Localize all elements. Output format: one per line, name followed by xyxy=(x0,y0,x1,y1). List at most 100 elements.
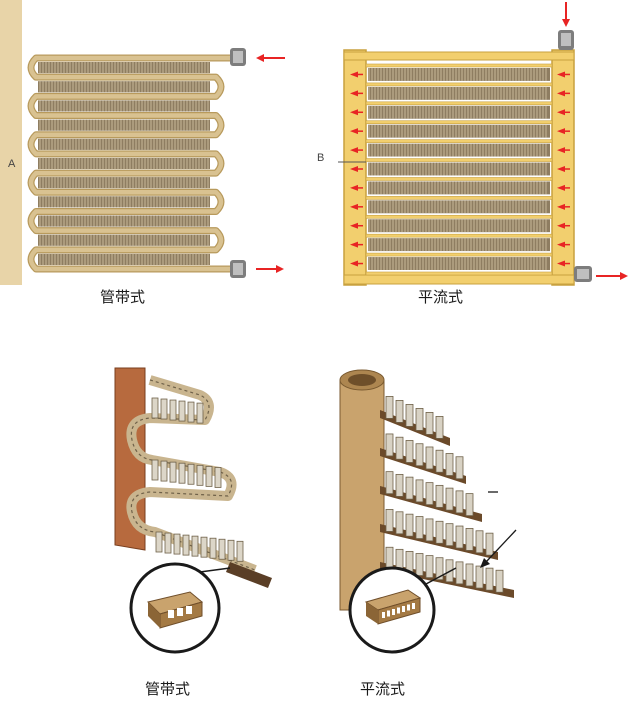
fin-segment xyxy=(415,479,424,503)
fin-segment xyxy=(169,399,177,421)
tube-core xyxy=(28,55,230,272)
outlet-fitting-icon xyxy=(230,260,246,278)
fin-segment xyxy=(435,557,444,581)
fin-segment xyxy=(465,528,474,551)
micro-port xyxy=(392,609,395,615)
fin-segment xyxy=(227,539,235,561)
fin-segment xyxy=(495,569,504,593)
flow-arrow-icon xyxy=(557,109,565,116)
fin-segment xyxy=(160,460,168,482)
fin-segment xyxy=(178,400,186,422)
parallel-flat-tubes xyxy=(380,396,514,598)
inlet-fitting-icon xyxy=(558,30,574,50)
flat-tube xyxy=(365,63,553,68)
flat-tube xyxy=(365,271,553,276)
fin-segment xyxy=(214,467,222,488)
fin-segment xyxy=(160,398,168,420)
fin-segment xyxy=(435,416,444,439)
fin-segment xyxy=(425,555,434,579)
flow-arrow-icon xyxy=(557,222,565,229)
fin-segment xyxy=(425,482,434,506)
flow-arrow-icon xyxy=(557,147,565,154)
flow-arrow-icon xyxy=(557,166,565,172)
fin-segment xyxy=(455,456,464,480)
fin-segment xyxy=(415,516,424,539)
fin-segment xyxy=(385,546,394,570)
flow-arrow-icon xyxy=(350,128,358,135)
parallel-flow-detail-illustration xyxy=(339,369,517,654)
magnifier-leader xyxy=(425,567,457,585)
fin-segment xyxy=(465,563,474,587)
magnifier-leader xyxy=(199,567,231,573)
flat-tube xyxy=(365,120,553,125)
micro-port xyxy=(412,603,415,609)
multiport-cross-section-icon xyxy=(364,589,422,625)
fin-segment xyxy=(169,461,177,483)
fin-segment xyxy=(395,511,404,535)
fin-segment xyxy=(455,490,464,514)
fin-segment xyxy=(485,567,494,591)
internal-flow-arrows xyxy=(350,71,570,267)
flat-tube xyxy=(365,177,553,181)
fin-segment xyxy=(395,473,404,497)
flow-arrow-icon xyxy=(350,222,358,229)
fin-segment xyxy=(455,525,464,549)
fin-segment xyxy=(173,533,181,555)
top-cap xyxy=(343,51,575,61)
fin-segment xyxy=(191,535,199,557)
flow-arrow-icon xyxy=(350,147,358,154)
flat-tube xyxy=(365,101,553,106)
fin-segment xyxy=(435,449,444,473)
pointer-arrow-line xyxy=(485,529,517,563)
fin-segment xyxy=(196,402,204,424)
fin-segment xyxy=(385,433,394,457)
serpentine-tube-edge xyxy=(130,379,256,571)
fin-segment xyxy=(425,446,434,470)
flow-arrow-icon xyxy=(557,260,565,267)
flow-arrow-icon xyxy=(350,166,358,172)
flow-arrow-icon xyxy=(557,71,565,78)
flow-arrow-icon xyxy=(557,203,565,210)
inlet-flow-arrow-icon xyxy=(256,54,285,62)
bottom-cap xyxy=(343,274,575,285)
fin-segment xyxy=(425,518,434,542)
fin-segment xyxy=(236,540,244,562)
mount-wall xyxy=(114,367,146,551)
fin-segment xyxy=(209,537,217,559)
fin-segment xyxy=(187,463,195,485)
caption-serpentine: 管带式 xyxy=(100,288,146,306)
fin-segment xyxy=(395,436,404,460)
flat-tube-rows xyxy=(365,63,553,276)
micro-port xyxy=(382,612,385,618)
serpentine-condenser-diagram xyxy=(0,0,285,285)
fin-segment xyxy=(485,532,494,556)
fin-segment xyxy=(405,404,414,427)
flow-arrow-icon xyxy=(557,184,565,191)
fin-segment xyxy=(196,464,204,486)
micro-port xyxy=(402,606,405,612)
flat-tube xyxy=(365,82,553,87)
fin-segment xyxy=(385,509,394,532)
fin-segment xyxy=(155,531,163,553)
fin-segment xyxy=(178,462,186,484)
fin-segment xyxy=(445,453,454,476)
header-pipe-opening xyxy=(348,374,376,386)
fin-segment xyxy=(405,440,414,463)
flow-arrow-icon xyxy=(350,90,358,97)
inlet-fitting-icon xyxy=(230,48,246,66)
fin-segment xyxy=(405,476,414,500)
fin-segment xyxy=(395,400,404,423)
flat-tube xyxy=(365,196,553,200)
fin-segment xyxy=(205,465,213,487)
marker-b: B xyxy=(317,152,325,164)
flat-tube xyxy=(365,252,553,257)
flow-arrow-icon xyxy=(557,90,565,97)
fin-segment xyxy=(465,493,474,517)
serpentine-detail-illustration xyxy=(114,367,272,654)
flat-tube xyxy=(365,233,553,238)
fin-segment xyxy=(435,484,444,508)
fin-segment xyxy=(475,565,484,589)
fin-segment xyxy=(385,471,394,495)
backdrop-panel xyxy=(0,0,22,285)
